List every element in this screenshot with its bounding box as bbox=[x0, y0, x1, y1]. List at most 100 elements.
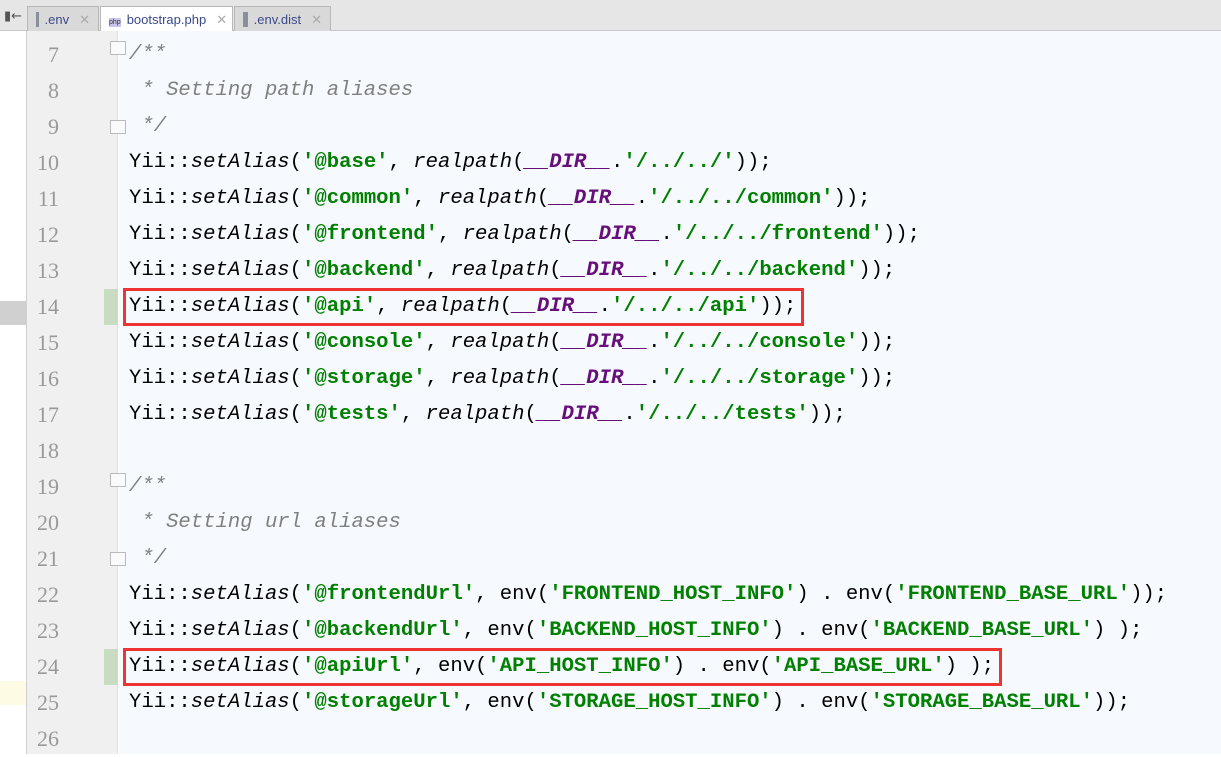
code-line[interactable]: */ bbox=[129, 541, 166, 577]
tab-env-dist[interactable]: .env.dist ✕ bbox=[234, 6, 331, 31]
code-token: ( bbox=[524, 403, 537, 426]
magic-constant: __DIR__ bbox=[549, 187, 636, 210]
code-token: )); bbox=[759, 295, 797, 318]
code-editor[interactable] bbox=[119, 31, 1221, 754]
code-token: ( bbox=[289, 691, 303, 714]
line-number: 18 bbox=[37, 438, 59, 463]
function-name: realpath bbox=[462, 223, 562, 246]
code-token: )); bbox=[1130, 583, 1168, 606]
code-line[interactable]: Yii::setAlias('@base', realpath(__DIR__.… bbox=[129, 145, 772, 181]
function-name: realpath bbox=[425, 403, 525, 426]
code-token: )); bbox=[882, 223, 920, 246]
code-token: )); bbox=[833, 187, 871, 210]
fold-icon[interactable] bbox=[110, 473, 126, 487]
string-literal: '/../../console' bbox=[660, 331, 859, 354]
string-literal: '@backend' bbox=[302, 259, 426, 282]
code-line[interactable]: */ bbox=[129, 109, 166, 145]
string-literal: '/../../backend' bbox=[660, 259, 859, 282]
line-number: 7 bbox=[48, 42, 59, 67]
code-token: ( bbox=[512, 151, 525, 174]
code-line[interactable]: Yii::setAlias('@console', realpath(__DIR… bbox=[129, 325, 895, 361]
magic-constant: __DIR__ bbox=[561, 367, 649, 390]
code-line[interactable]: * Setting path aliases bbox=[129, 73, 413, 109]
tab-bootstrap-php[interactable]: php bootstrap.php ✕ bbox=[100, 6, 233, 32]
code-line[interactable]: Yii::setAlias('@backendUrl', env('BACKEN… bbox=[129, 613, 1142, 649]
function-name: setAlias bbox=[190, 403, 290, 426]
line-number: 9 bbox=[48, 114, 59, 139]
function-name: setAlias bbox=[190, 619, 290, 642]
editor-tab-bar: ▮← .env ✕ php bootstrap.php ✕ .env.dist … bbox=[0, 0, 1221, 32]
string-literal: '/../../api' bbox=[611, 295, 760, 318]
code-token: )); bbox=[858, 367, 896, 390]
function-name: realpath bbox=[413, 151, 513, 174]
code-token: , bbox=[425, 367, 451, 390]
line-number: 23 bbox=[37, 618, 59, 643]
code-line[interactable]: * Setting url aliases bbox=[129, 505, 401, 541]
code-line[interactable]: Yii::setAlias('@common', realpath(__DIR_… bbox=[129, 181, 871, 217]
code-line[interactable]: Yii::setAlias('@frontend', realpath(__DI… bbox=[129, 217, 920, 253]
code-token: . bbox=[623, 403, 636, 426]
code-token: ( bbox=[289, 223, 303, 246]
code-token: , bbox=[425, 259, 451, 282]
string-literal: '/../../frontend' bbox=[672, 223, 883, 246]
function-name: realpath bbox=[450, 367, 550, 390]
code-token: ( bbox=[549, 367, 562, 390]
function-name: realpath bbox=[450, 259, 550, 282]
vcs-change-marker[interactable] bbox=[104, 289, 118, 325]
function-name: setAlias bbox=[190, 367, 290, 390]
code-line[interactable]: Yii::setAlias('@backend', realpath(__DIR… bbox=[129, 253, 895, 289]
code-token: Yii:: bbox=[129, 259, 191, 282]
code-token: ) ); bbox=[944, 655, 995, 678]
line-number: 8 bbox=[48, 78, 59, 103]
code-token: , bbox=[400, 403, 426, 426]
code-token: , bbox=[425, 331, 451, 354]
string-literal: '/../../' bbox=[623, 151, 735, 174]
function-name: setAlias bbox=[190, 655, 290, 678]
line-number: 15 bbox=[37, 330, 59, 355]
string-literal: '@frontend' bbox=[302, 223, 438, 246]
code-line[interactable]: Yii::setAlias('@frontendUrl', env('FRONT… bbox=[129, 577, 1167, 613]
tab-env[interactable]: .env ✕ bbox=[27, 6, 99, 31]
collapse-panel-icon[interactable]: ▮← bbox=[3, 9, 23, 24]
fold-icon[interactable] bbox=[110, 41, 126, 55]
code-token: Yii:: bbox=[129, 151, 191, 174]
code-token: , env( bbox=[475, 583, 550, 606]
php-file-icon: php bbox=[109, 18, 121, 27]
code-line[interactable]: Yii::setAlias('@storageUrl', env('STORAG… bbox=[129, 685, 1130, 721]
code-line[interactable]: Yii::setAlias('@tests', realpath(__DIR__… bbox=[129, 397, 846, 433]
code-line[interactable]: /** bbox=[129, 37, 166, 73]
code-line[interactable]: Yii::setAlias('@apiUrl', env('API_HOST_I… bbox=[129, 649, 994, 685]
close-icon[interactable]: ✕ bbox=[311, 11, 322, 27]
fold-icon[interactable] bbox=[110, 120, 126, 134]
string-literal: '@base' bbox=[302, 151, 389, 174]
string-literal: '/../../tests' bbox=[635, 403, 809, 426]
function-name: setAlias bbox=[190, 151, 290, 174]
close-icon[interactable]: ✕ bbox=[216, 12, 228, 27]
code-token: ( bbox=[289, 187, 303, 210]
code-token: ( bbox=[289, 151, 303, 174]
close-icon[interactable]: ✕ bbox=[79, 11, 90, 27]
line-number: 25 bbox=[37, 690, 59, 715]
code-line[interactable]: Yii::setAlias('@api', realpath(__DIR__.'… bbox=[129, 289, 796, 325]
function-name: setAlias bbox=[190, 187, 290, 210]
code-line[interactable]: Yii::setAlias('@storage', realpath(__DIR… bbox=[129, 361, 895, 397]
fold-icon[interactable] bbox=[110, 552, 126, 566]
highlight-box bbox=[123, 288, 804, 326]
string-literal: 'FRONTEND_HOST_INFO' bbox=[549, 583, 797, 606]
line-number: 12 bbox=[37, 222, 59, 247]
line-number: 20 bbox=[37, 510, 59, 535]
code-token: . bbox=[648, 331, 661, 354]
line-number: 24 bbox=[37, 654, 59, 679]
code-token: ( bbox=[289, 295, 303, 318]
code-line[interactable]: /** bbox=[129, 469, 166, 505]
code-token: ) . env( bbox=[796, 583, 896, 606]
magic-constant: __DIR__ bbox=[524, 151, 612, 174]
magic-constant: __DIR__ bbox=[561, 259, 649, 282]
line-number: 26 bbox=[37, 726, 59, 751]
tab-label: .env bbox=[44, 11, 70, 27]
string-literal: 'API_BASE_URL' bbox=[771, 655, 945, 678]
vcs-change-marker[interactable] bbox=[104, 649, 118, 685]
code-token: , bbox=[413, 187, 438, 210]
code-token: ( bbox=[289, 583, 303, 606]
code-token: , env( bbox=[462, 619, 537, 642]
